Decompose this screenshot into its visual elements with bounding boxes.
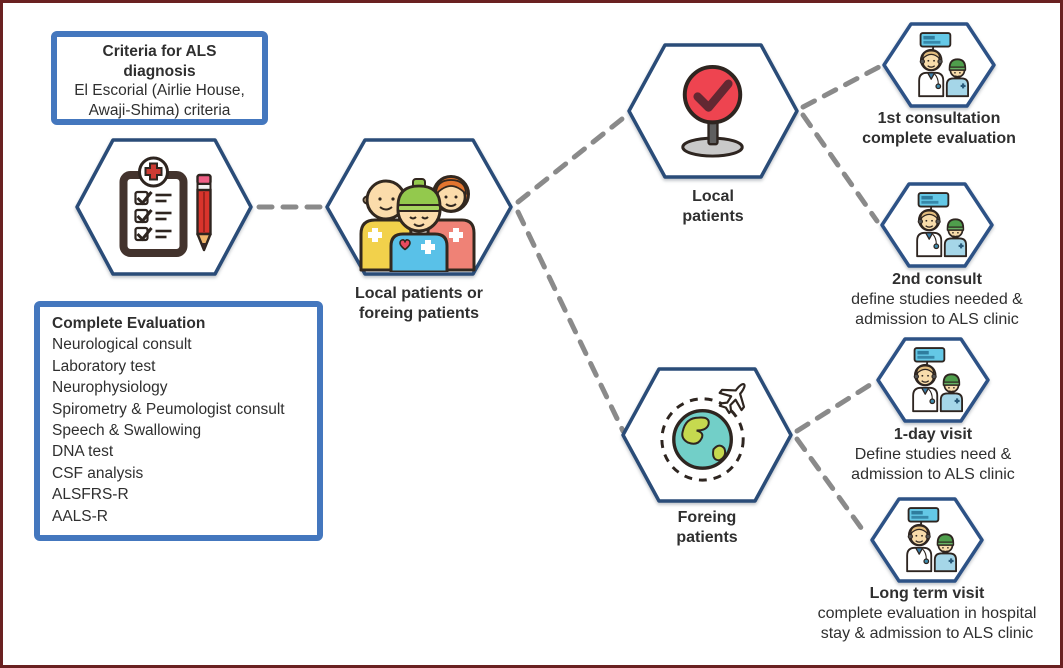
criteria-box-title: Criteria for ALS diagnosis [102, 43, 217, 80]
local-patients-node [625, 41, 801, 181]
doctor-patient-icon [916, 192, 967, 258]
second-consult-node [879, 180, 995, 270]
one-day-visit-node [875, 335, 991, 425]
evaluation-item: DNA test [52, 443, 114, 461]
doctor-patient-icon [906, 507, 957, 573]
second-consult-label: 2nd consult define studies needed & admi… [851, 271, 1023, 328]
long-term-visit-node [869, 495, 985, 585]
criteria-box: Criteria for ALS diagnosis El Escorial (… [51, 31, 268, 125]
evaluation-item: CSF analysis [52, 464, 144, 482]
evaluation-item: Spirometry & Peumologist consult [52, 400, 285, 418]
evaluation-box: Complete Evaluation Neurological consult… [34, 301, 323, 542]
patients-node-label: Local patients or foreing patients [354, 285, 484, 322]
evaluation-item: Neurophysiology [52, 379, 168, 397]
foreign-patients-node [619, 365, 795, 505]
evaluation-box-title: Complete Evaluation [52, 315, 206, 332]
evaluation-item: AALS-R [52, 507, 108, 525]
patients-node [323, 136, 515, 278]
doctor-patient-icon [918, 32, 969, 98]
first-consultation-node [881, 20, 997, 110]
clipboard-checklist-icon [119, 156, 212, 257]
globe-airplane-icon [660, 383, 746, 482]
foreign-patients-label: Foreing patients [676, 509, 738, 546]
long-term-visit-label: Long term visit complete evaluation in h… [817, 585, 1037, 642]
patient-group-icon [359, 175, 476, 272]
criteria-box-body: El Escorial (Airlie House, Awaji-Shima) … [74, 82, 245, 119]
doctor-patient-icon [912, 347, 963, 413]
checkmark-sign-icon [681, 64, 744, 158]
evaluation-item: Speech & Swallowing [52, 422, 202, 440]
diagnosis-node [73, 136, 255, 278]
evaluation-item: Neurological consult [52, 336, 192, 354]
one-day-visit-label: 1-day visit Define studies need & admiss… [851, 426, 1015, 483]
first-consultation-label: 1st consultation complete evaluation [862, 110, 1016, 147]
evaluation-item: Laboratory test [52, 357, 156, 375]
local-patients-label: Local patients [682, 188, 744, 225]
evaluation-item: ALSFRS-R [52, 486, 129, 504]
